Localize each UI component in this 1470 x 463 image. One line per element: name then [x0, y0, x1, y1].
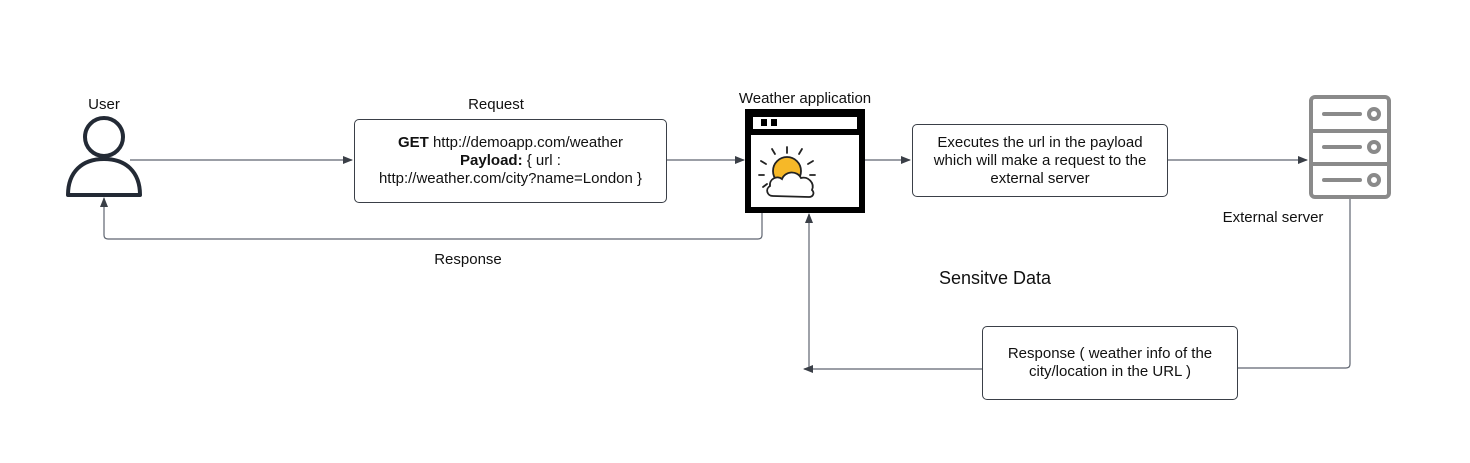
server-label: External server	[1222, 209, 1324, 226]
weather-app-label: Weather application	[738, 90, 872, 107]
user-label: User	[88, 96, 120, 113]
payload-key: Payload:	[460, 152, 523, 169]
line-server-to-response	[1237, 198, 1351, 369]
execute-box: Executes the url in the payload which wi…	[912, 124, 1168, 197]
payload-open: { url :	[522, 152, 561, 169]
response-label: Response	[434, 251, 502, 268]
sun-cloud-icon	[758, 146, 816, 198]
server-icon	[1309, 95, 1391, 199]
payload-value: http://weather.com/city?name=London }	[378, 170, 643, 187]
user-icon	[66, 116, 142, 197]
weather-app-window-icon	[745, 109, 865, 213]
arrow-app-response-to-user	[100, 197, 763, 240]
sensitive-data-label: Sensitve Data	[938, 268, 1052, 288]
request-label: Request	[468, 96, 524, 113]
request-method: GET	[397, 134, 429, 151]
response-box: Response ( weather info of the city/loca…	[982, 326, 1238, 400]
execute-text: Executes the url in the payload which wi…	[933, 133, 1147, 187]
request-url: http://demoapp.com/weather	[428, 134, 624, 151]
request-box: GET http://demoapp.com/weather Payload: …	[354, 119, 667, 203]
response-text: Response ( weather info of the city/loca…	[1007, 345, 1213, 380]
